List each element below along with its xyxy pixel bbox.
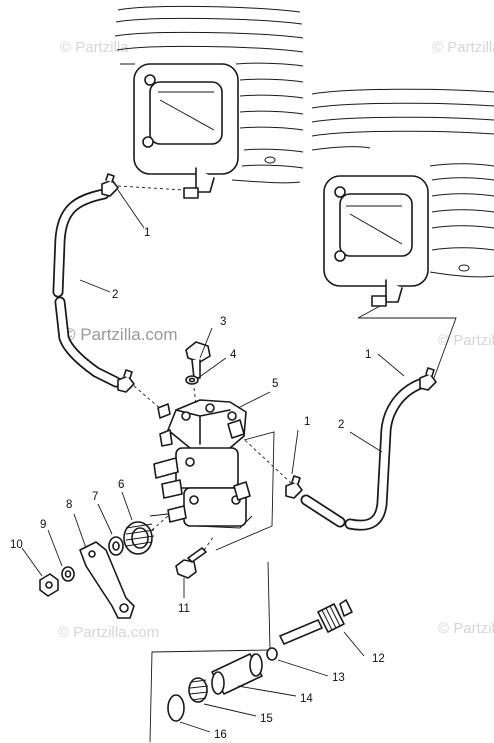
hose-clamp-mid-left bbox=[117, 369, 135, 393]
watermark-bottom-right: © Partzilla bbox=[438, 620, 494, 637]
oil-pump-body bbox=[149, 399, 253, 529]
washer-4 bbox=[185, 375, 199, 385]
nut-10 bbox=[39, 573, 59, 597]
callout-4: 4 bbox=[230, 349, 237, 361]
callout-11: 11 bbox=[178, 603, 190, 615]
callout-12: 12 bbox=[372, 653, 385, 665]
drive-shaft-12 bbox=[279, 599, 353, 645]
watermark-center: © Partzilla.com bbox=[63, 325, 178, 344]
hose-clamp-top bbox=[101, 173, 119, 197]
callout-1-top: 1 bbox=[144, 227, 150, 239]
callout-2-top: 2 bbox=[112, 289, 118, 301]
callout-7: 7 bbox=[92, 491, 98, 503]
right-cylinder bbox=[311, 88, 494, 307]
callout-13: 13 bbox=[332, 672, 345, 684]
washer-7 bbox=[108, 536, 124, 556]
watermark-mid-right: © Partzilla bbox=[438, 332, 494, 349]
o-ring-16 bbox=[167, 694, 185, 722]
spring-15 bbox=[188, 677, 209, 703]
hose-upper-left bbox=[52, 188, 122, 388]
callout-10: 10 bbox=[10, 539, 23, 551]
washer-9 bbox=[61, 566, 75, 582]
callout-14: 14 bbox=[300, 693, 313, 705]
callout-9: 9 bbox=[40, 519, 46, 531]
callout-3: 3 bbox=[220, 316, 226, 328]
pump-bolt-upper bbox=[157, 403, 171, 419]
callout-8: 8 bbox=[66, 499, 72, 511]
left-cylinder bbox=[114, 5, 304, 199]
bolt-11 bbox=[175, 547, 207, 579]
shaft-sleeve-14 bbox=[211, 653, 263, 695]
hose-right bbox=[300, 378, 426, 531]
watermark-bottom-left: © Partzilla.com bbox=[58, 624, 159, 641]
callout-1-right-hose: 1 bbox=[304, 416, 310, 428]
callout-6: 6 bbox=[118, 479, 124, 491]
hose-clamp-right-low bbox=[285, 475, 303, 499]
callout-15: 15 bbox=[260, 713, 273, 725]
callout-2-right: 2 bbox=[338, 419, 344, 431]
callout-labels: 1 2 3 4 5 1 2 1 6 7 8 9 10 11 12 13 14 1… bbox=[10, 227, 385, 741]
callout-16: 16 bbox=[214, 729, 227, 741]
o-ring-13 bbox=[266, 647, 278, 661]
pump-gear-6 bbox=[123, 521, 155, 555]
watermark-layer: © Partzilla © Partzilla © Partzilla.com … bbox=[58, 39, 494, 641]
callout-1-right: 1 bbox=[365, 349, 371, 361]
bolt-3 bbox=[185, 341, 211, 379]
hose-clamp-right-top bbox=[419, 367, 437, 391]
watermark-top-left: © Partzilla bbox=[60, 39, 129, 56]
pump-lever-8 bbox=[79, 541, 135, 619]
watermark-top-right: © Partzilla bbox=[432, 39, 494, 56]
callout-5: 5 bbox=[272, 378, 278, 390]
